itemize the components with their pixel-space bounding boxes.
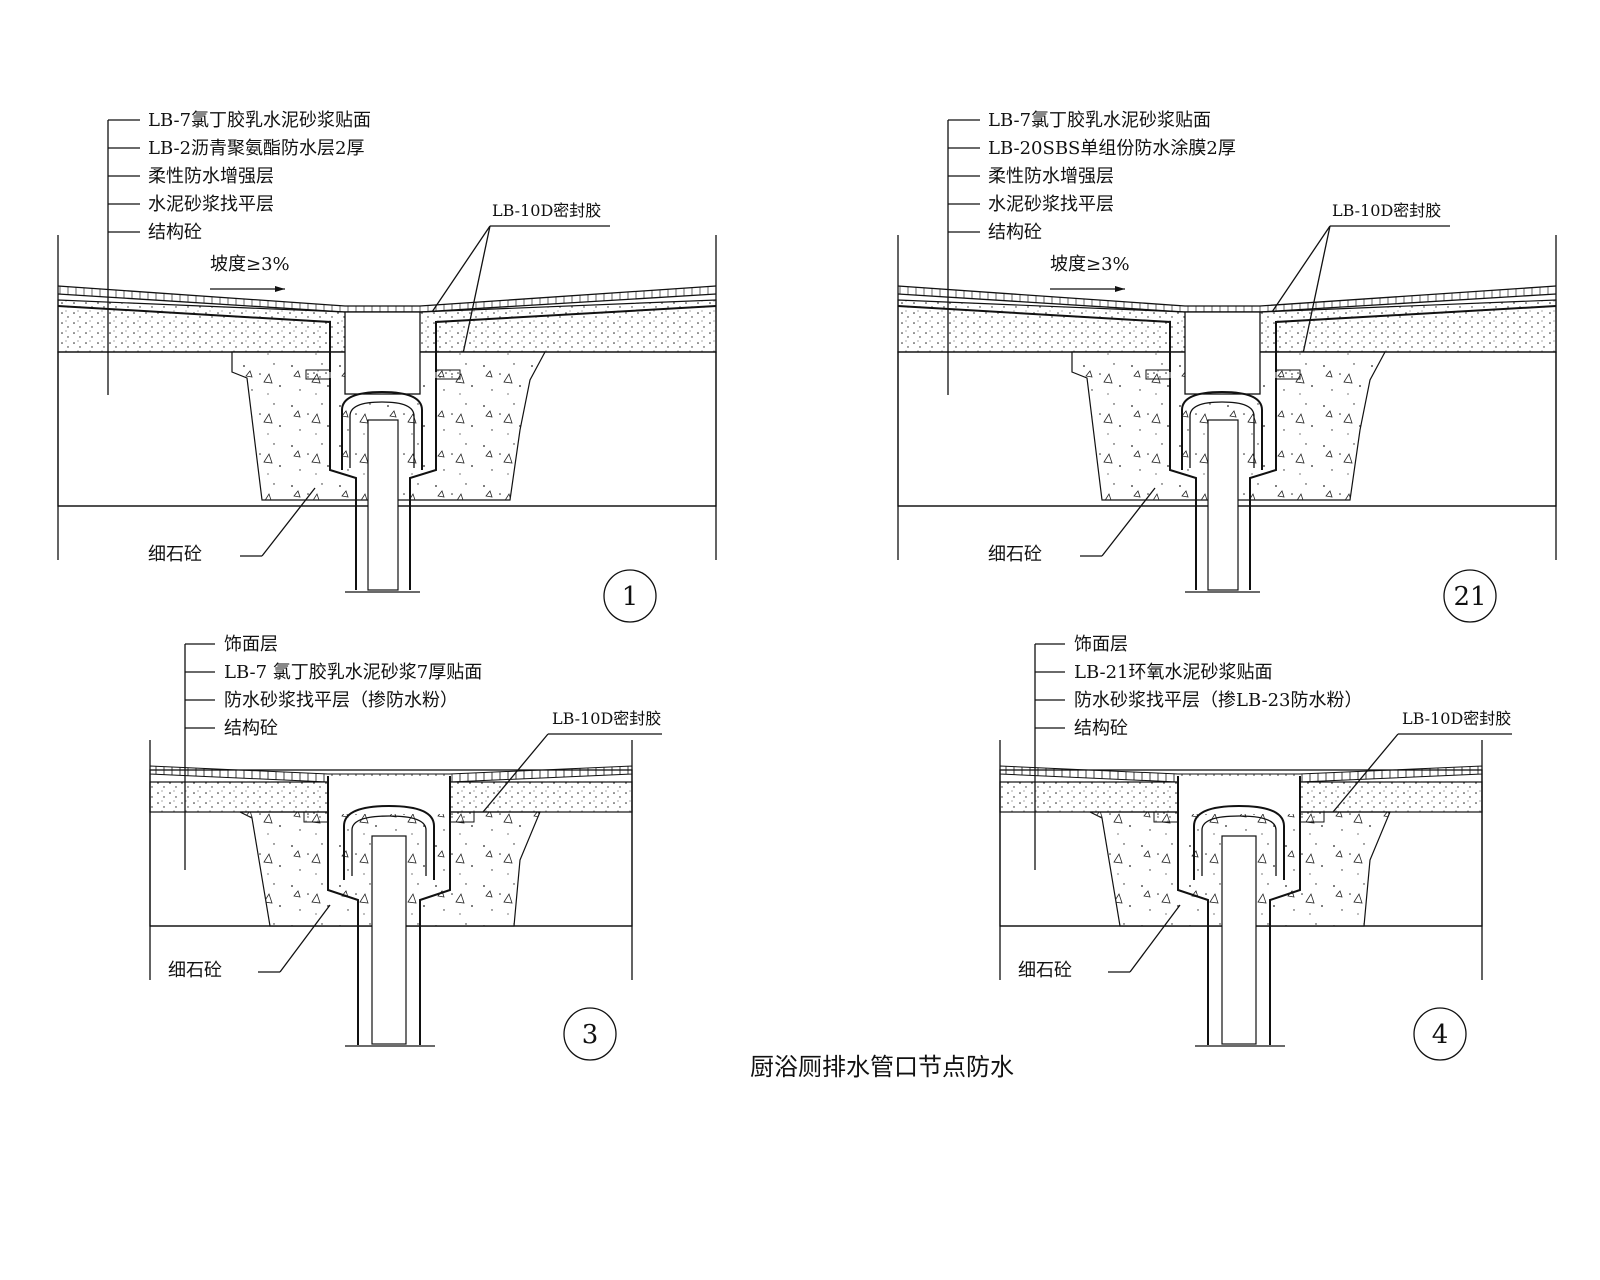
detail-4: 饰面层 LB-21环氧水泥砂浆贴面 防水砂浆找平层（掺LB-23防水粉） 结构砼… <box>999 634 1512 1061</box>
sealant-label: LB-10D密封胶 <box>552 709 661 728</box>
sealant-label: LB-10D密封胶 <box>1402 709 1511 728</box>
layer-label: LB-7 氯丁胶乳水泥砂浆7厚贴面 <box>224 662 482 683</box>
slope-label: 坡度≥3% <box>1050 254 1130 275</box>
layer-label: 饰面层 <box>1074 634 1128 655</box>
layer-label: 柔性防水增强层 <box>988 166 1114 187</box>
detail-number: 3 <box>582 1020 599 1050</box>
layer-label: 结构砼 <box>1074 718 1128 739</box>
layer-label: 结构砼 <box>988 222 1042 243</box>
detail-number: 1 <box>622 582 639 612</box>
slope-label: 坡度≥3% <box>210 254 290 275</box>
layer-label: 水泥砂浆找平层 <box>988 194 1114 215</box>
layer-label: 饰面层 <box>224 634 278 655</box>
layer-label: 柔性防水增强层 <box>148 166 274 187</box>
fill-label: 细石砼 <box>988 544 1042 565</box>
layer-label: LB-7氯丁胶乳水泥砂浆贴面 <box>148 110 371 131</box>
layer-label: LB-21环氧水泥砂浆贴面 <box>1074 662 1273 683</box>
layer-label: LB-2沥青聚氨酯防水层2厚 <box>148 138 365 159</box>
detail-number: 21 <box>1453 582 1486 612</box>
detail-21: LB-7氯丁胶乳水泥砂浆贴面 LB-20SBS单组份防水涂膜2厚 柔性防水增强层… <box>897 110 1557 623</box>
layer-label: 水泥砂浆找平层 <box>148 194 274 215</box>
layer-label: 结构砼 <box>224 718 278 739</box>
fill-label: 细石砼 <box>1018 960 1072 981</box>
sheet-title: 厨浴厕排水管口节点防水 <box>750 1053 1014 1081</box>
layer-label: 防水砂浆找平层（掺LB-23防水粉） <box>1074 690 1363 711</box>
layer-label: LB-7氯丁胶乳水泥砂浆贴面 <box>988 110 1211 131</box>
layer-label: 结构砼 <box>148 222 202 243</box>
sealant-label: LB-10D密封胶 <box>492 201 601 220</box>
detail-1: LB-7氯丁胶乳水泥砂浆贴面 LB-2沥青聚氨酯防水层2厚 柔性防水增强层 水泥… <box>57 110 717 623</box>
layer-label: LB-20SBS单组份防水涂膜2厚 <box>988 138 1236 159</box>
fill-label: 细石砼 <box>148 544 202 565</box>
fill-label: 细石砼 <box>168 960 222 981</box>
sealant-label: LB-10D密封胶 <box>1332 201 1441 220</box>
layer-label: 防水砂浆找平层（掺防水粉） <box>224 690 458 711</box>
detail-3: 饰面层 LB-7 氯丁胶乳水泥砂浆7厚贴面 防水砂浆找平层（掺防水粉） 结构砼 … <box>149 634 662 1061</box>
detail-number: 4 <box>1432 1020 1449 1050</box>
